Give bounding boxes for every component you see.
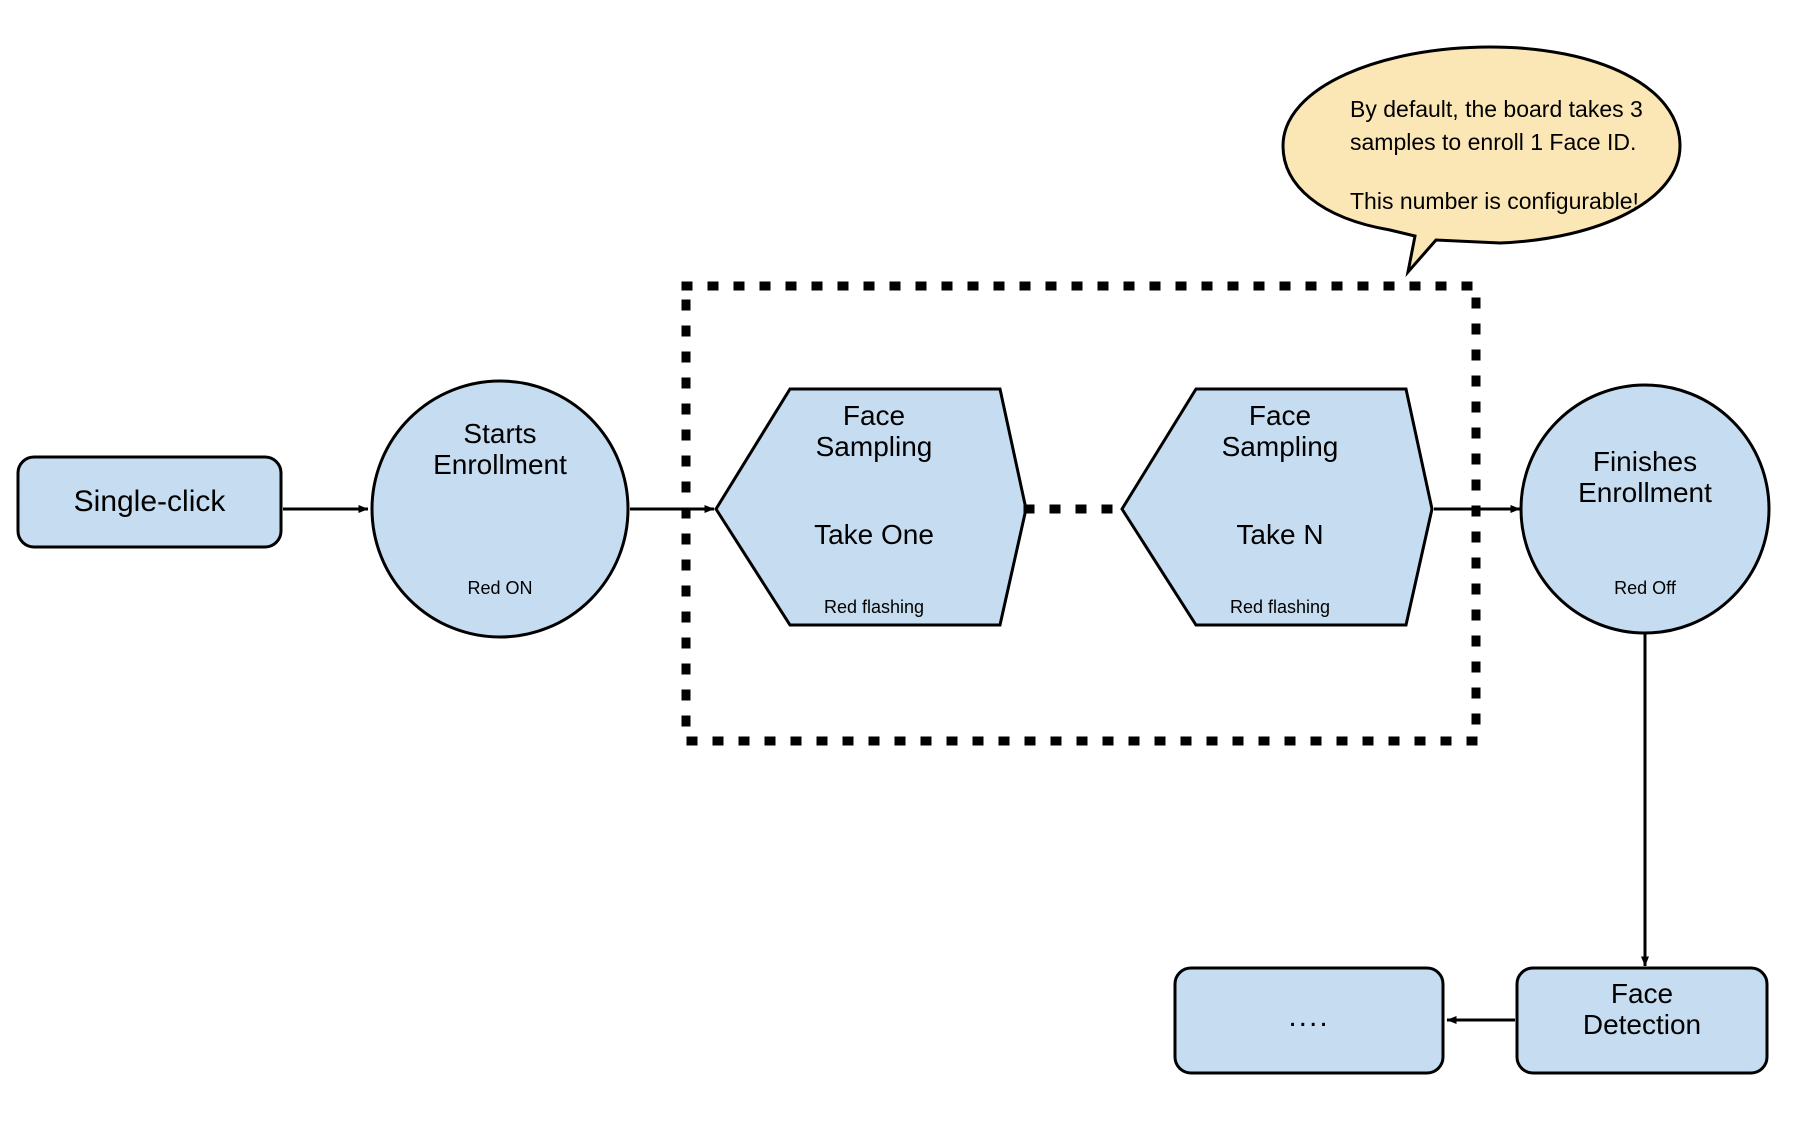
node-single-click-shape[interactable] bbox=[16, 455, 283, 549]
node-starts-enrollment-shape[interactable] bbox=[370, 379, 630, 639]
node-ellipsis-shape[interactable] bbox=[1173, 966, 1445, 1075]
node-face-sampling-take-n-shape[interactable] bbox=[1120, 387, 1434, 627]
sampling-loop-group-box bbox=[681, 281, 1481, 746]
node-face-detection-shape[interactable] bbox=[1515, 966, 1769, 1075]
node-face-sampling-take-one-shape[interactable] bbox=[714, 387, 1028, 627]
node-finishes-enrollment-shape[interactable] bbox=[1519, 383, 1771, 635]
callout-bubble bbox=[1281, 45, 1682, 278]
